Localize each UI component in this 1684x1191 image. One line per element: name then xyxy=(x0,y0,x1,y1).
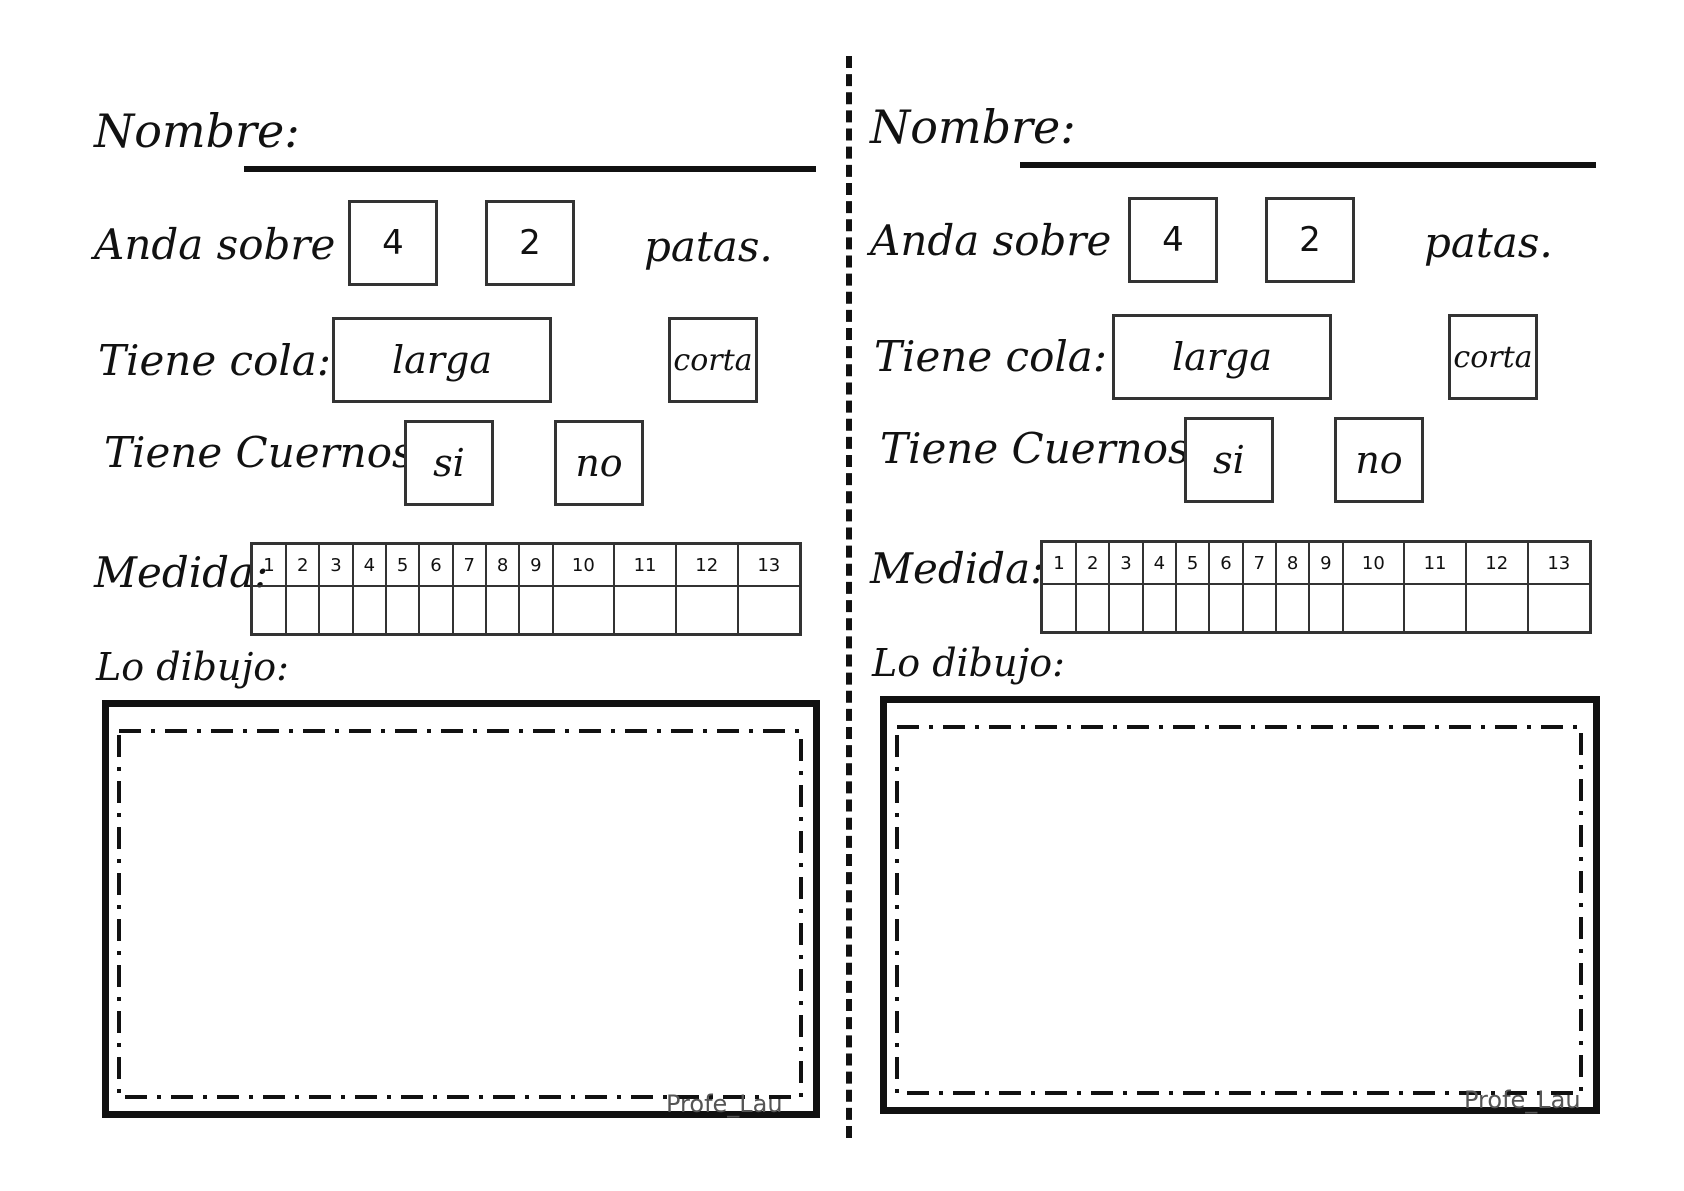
measure-cell[interactable] xyxy=(451,585,487,636)
measure-cell[interactable] xyxy=(418,585,454,636)
measure-number: 6 xyxy=(418,542,454,587)
measure-number: 12 xyxy=(1464,540,1529,585)
measure-number: 10 xyxy=(1341,540,1406,585)
measure-number: 11 xyxy=(1403,540,1467,585)
measure-cell[interactable] xyxy=(250,585,288,636)
legs-option-4[interactable]: 4 xyxy=(1128,197,1218,283)
measure-cell[interactable] xyxy=(1241,583,1277,634)
measure-number: 5 xyxy=(1174,540,1211,585)
measure-cell[interactable] xyxy=(1464,583,1529,634)
drawing-frame[interactable] xyxy=(102,700,820,1118)
measure-number: 4 xyxy=(351,542,387,587)
legs-label: Anda sobre xyxy=(94,220,336,269)
measure-cell[interactable] xyxy=(1141,583,1177,634)
legs-option-2[interactable]: 2 xyxy=(485,200,575,286)
legs-option-4[interactable]: 4 xyxy=(348,200,438,286)
tail-label: Tiene cola: xyxy=(874,332,1107,381)
measure-cell[interactable] xyxy=(351,585,387,636)
measure-number: 1 xyxy=(250,542,288,587)
drawing-label: Lo dibujo: xyxy=(96,645,289,689)
name-label: Nombre: xyxy=(94,104,300,158)
measure-number: 2 xyxy=(1075,540,1111,585)
horns-option-no[interactable]: no xyxy=(1334,417,1424,503)
measure-number: 9 xyxy=(1308,540,1344,585)
drawing-inner-dashed-border xyxy=(117,729,803,1099)
name-line[interactable] xyxy=(244,166,816,172)
measure-cell[interactable] xyxy=(384,585,421,636)
measure-number: 3 xyxy=(318,542,354,587)
measure-cell[interactable] xyxy=(1174,583,1211,634)
legs-label: Anda sobre xyxy=(870,216,1112,265)
measure-number: 10 xyxy=(551,542,616,587)
measure-number: 7 xyxy=(451,542,487,587)
measure-number: 1 xyxy=(1040,540,1078,585)
tail-option-short[interactable]: corta xyxy=(668,317,758,403)
legs-option-2[interactable]: 2 xyxy=(1265,197,1355,283)
legs-suffix: patas. xyxy=(1424,218,1553,267)
horns-label: Tiene Cuernos: xyxy=(104,428,428,477)
tail-option-long[interactable]: larga xyxy=(332,317,552,403)
legs-suffix: patas. xyxy=(644,222,773,271)
measure-number: 8 xyxy=(1274,540,1311,585)
measure-label: Medida: xyxy=(870,544,1045,593)
measure-cell[interactable] xyxy=(484,585,521,636)
measure-cell[interactable] xyxy=(613,585,677,636)
horns-label: Tiene Cuernos: xyxy=(880,424,1204,473)
measure-cell[interactable] xyxy=(736,585,802,636)
tail-label: Tiene cola: xyxy=(98,336,331,385)
tail-option-short[interactable]: corta xyxy=(1448,314,1538,400)
worksheet-card-left: Nombre: Anda sobre 4 2 patas. Tiene cola… xyxy=(94,104,820,1118)
name-line[interactable] xyxy=(1020,162,1596,168)
measure-number: 5 xyxy=(384,542,421,587)
measure-cell[interactable] xyxy=(518,585,554,636)
measure-cell[interactable] xyxy=(1308,583,1344,634)
credit-text: Profe_Lau xyxy=(666,1090,783,1118)
worksheet-card-right: Nombre: Anda sobre 4 2 patas. Tiene cola… xyxy=(776,0,1618,1191)
measure-cell[interactable] xyxy=(285,585,321,636)
measure-cell[interactable] xyxy=(674,585,739,636)
measure-table: 1 2 3 4 5 6 7 8 9 10 11 12 13 xyxy=(1040,540,1592,634)
measure-number: 9 xyxy=(518,542,554,587)
name-label: Nombre: xyxy=(870,100,1076,154)
measure-cell[interactable] xyxy=(1403,583,1467,634)
cut-line xyxy=(846,56,852,1138)
measure-table: 1 2 3 4 5 6 7 8 9 10 11 12 13 xyxy=(250,542,802,636)
measure-cell[interactable] xyxy=(1108,583,1144,634)
measure-number: 13 xyxy=(736,542,802,587)
measure-number: 12 xyxy=(674,542,739,587)
horns-option-no[interactable]: no xyxy=(554,420,644,506)
measure-number: 4 xyxy=(1141,540,1177,585)
horns-option-yes[interactable]: si xyxy=(1184,417,1274,503)
measure-number: 13 xyxy=(1526,540,1592,585)
tail-option-long[interactable]: larga xyxy=(1112,314,1332,400)
measure-cell[interactable] xyxy=(1040,583,1078,634)
measure-cell[interactable] xyxy=(1208,583,1244,634)
measure-number: 7 xyxy=(1241,540,1277,585)
drawing-label: Lo dibujo: xyxy=(872,641,1065,685)
measure-number: 8 xyxy=(484,542,521,587)
measure-number: 3 xyxy=(1108,540,1144,585)
measure-number: 11 xyxy=(613,542,677,587)
measure-cell[interactable] xyxy=(1341,583,1406,634)
credit-text: Profe_Lau xyxy=(1464,1086,1581,1114)
measure-cell[interactable] xyxy=(1274,583,1311,634)
drawing-inner-dashed-border xyxy=(895,725,1583,1095)
measure-cell[interactable] xyxy=(1526,583,1592,634)
measure-cell[interactable] xyxy=(318,585,354,636)
measure-number: 2 xyxy=(285,542,321,587)
measure-label: Medida: xyxy=(94,548,269,597)
measure-number: 6 xyxy=(1208,540,1244,585)
drawing-frame[interactable] xyxy=(880,696,1600,1114)
horns-option-yes[interactable]: si xyxy=(404,420,494,506)
measure-cell[interactable] xyxy=(1075,583,1111,634)
measure-cell[interactable] xyxy=(551,585,616,636)
